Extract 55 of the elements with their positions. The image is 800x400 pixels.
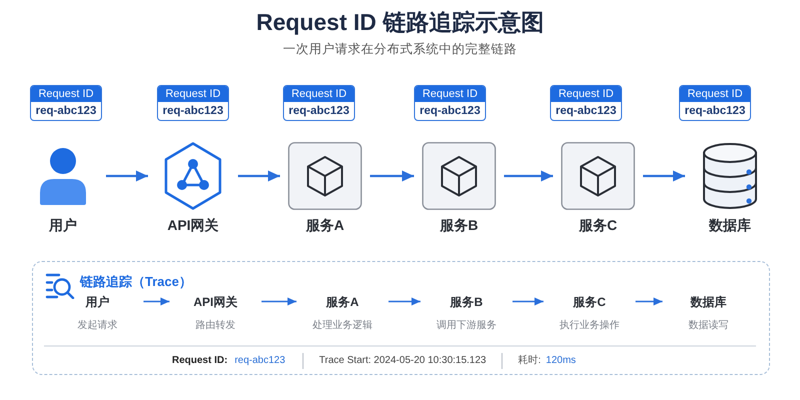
arrow [388, 298, 420, 306]
request-id-value: req-abc123 [420, 104, 480, 119]
step-description: 执行业务操作 [560, 318, 620, 332]
trace-panel [32, 261, 770, 375]
node-label: API网关 [167, 217, 219, 234]
request-id-badge [414, 85, 486, 121]
request-id-badge [679, 85, 751, 121]
request-id-value: req-abc123 [684, 104, 746, 119]
request-id-value: req-abc123 [556, 104, 616, 119]
step-description: 路由转发 [196, 318, 236, 332]
arrow [370, 170, 414, 182]
step-name: 数据库 [690, 294, 726, 310]
diagram-title: Request ID 链路追踪示意图 [256, 8, 544, 36]
field-label: 耗时: [518, 354, 541, 368]
badge-title: Request ID [31, 86, 101, 102]
arrow [144, 298, 170, 306]
badge-title: Request ID [158, 86, 228, 102]
node-label: 服务A [306, 217, 344, 234]
step-name: 服务A [326, 294, 359, 310]
arrow [262, 298, 296, 306]
arrow [512, 298, 544, 306]
node-label: 服务C [578, 217, 618, 234]
arrow [636, 298, 662, 306]
request-id-value: req-abc123 [36, 104, 96, 119]
step-description: 数据读写 [688, 318, 728, 332]
subtitle: 一次用户请求在分布式系统中的完整链路 [283, 41, 517, 57]
arrow [238, 170, 280, 182]
step-description: 调用下游服务 [436, 318, 496, 332]
request-id-value: req-abc123 [288, 104, 350, 119]
request-id-badge [283, 85, 355, 121]
node-label: 服务B [440, 217, 478, 234]
step-name: 服务B [450, 294, 483, 310]
request-id-badge [157, 85, 229, 121]
arrow [504, 170, 553, 182]
request-id-badge [30, 85, 102, 121]
node-label: 数据库 [709, 217, 751, 234]
badge-title: Request ID [551, 86, 621, 102]
badge-title: Request ID [284, 86, 354, 102]
step-name: 服务C [573, 294, 606, 310]
step-description: 发起请求 [78, 318, 118, 332]
arrow [106, 170, 148, 182]
field-label: Request ID: [172, 354, 228, 368]
badge-title: Request ID [680, 86, 750, 102]
field-value: 120ms [546, 354, 576, 368]
trace-start-text: Trace Start: 2024-05-20 10:30:15.123 [319, 354, 486, 368]
panel-title: 链路追踪（Trace） [80, 274, 192, 290]
node-label: 用户 [49, 217, 77, 234]
request-id-badge [550, 85, 622, 121]
request-id-value: req-abc123 [162, 104, 224, 119]
field-value: req-abc123 [234, 354, 286, 368]
step-name: API网关 [193, 294, 238, 310]
step-name: 用户 [86, 294, 110, 310]
step-description: 处理业务逻辑 [312, 318, 372, 332]
arrow [643, 170, 685, 182]
badge-title: Request ID [415, 86, 485, 102]
